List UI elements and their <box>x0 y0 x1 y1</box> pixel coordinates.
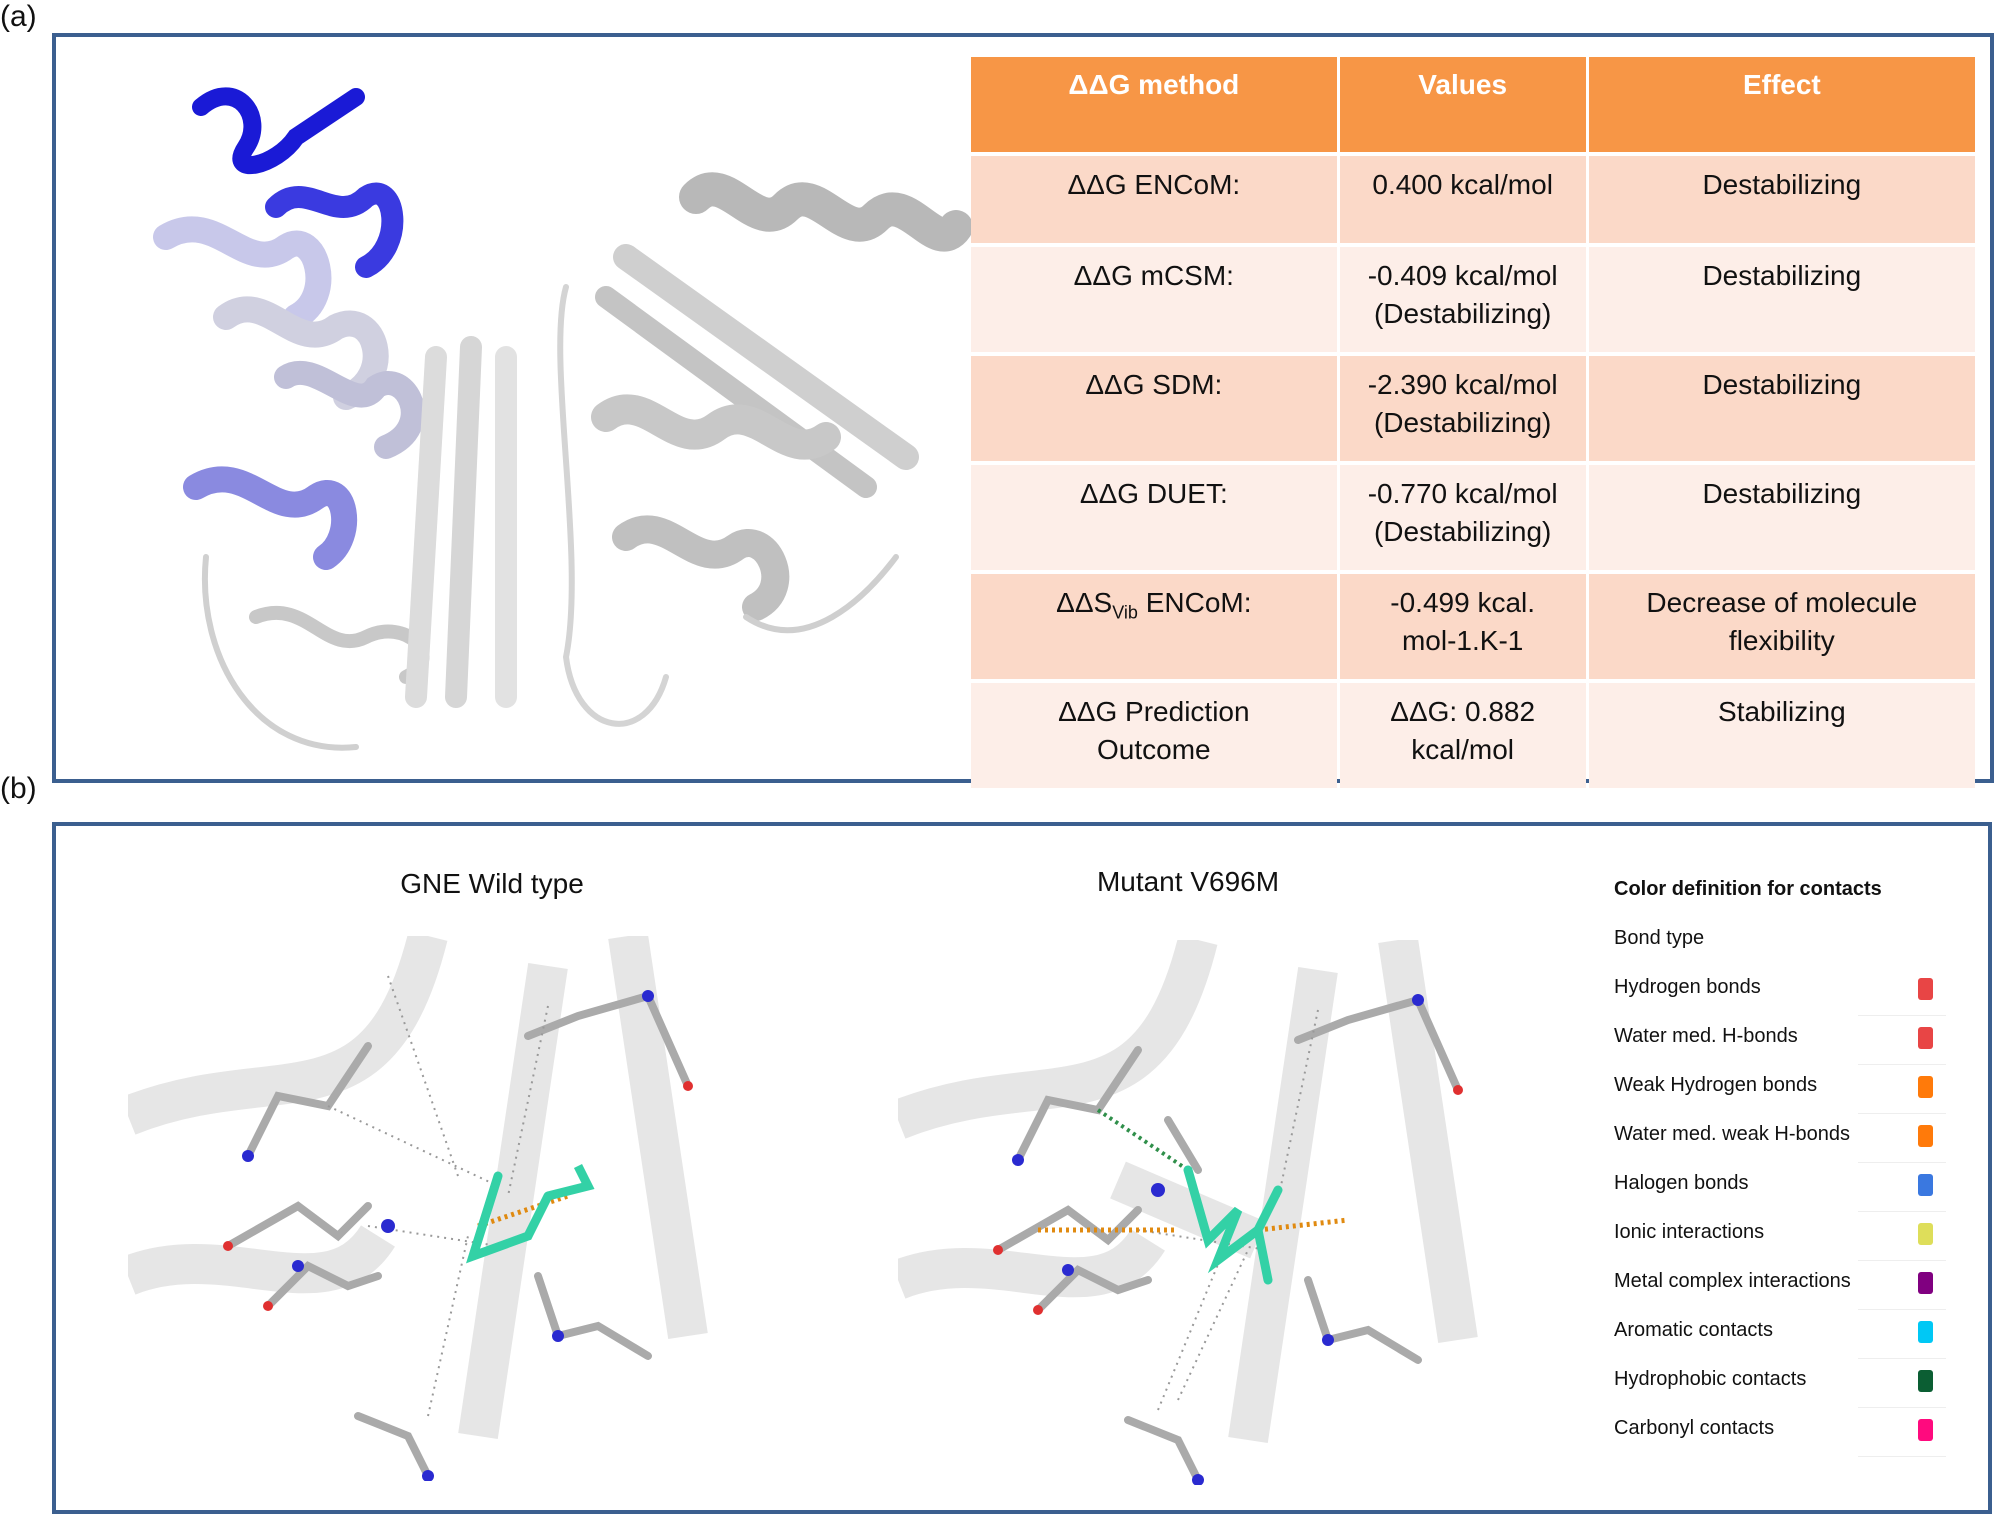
value-cell: -2.390 kcal/mol (Destabilizing) <box>1339 356 1586 461</box>
legend-divider <box>1858 1456 1946 1457</box>
value-cell: 0.400 kcal/mol <box>1339 156 1586 243</box>
value-note: (Destabilizing) <box>1373 407 1552 438</box>
wild-type-title: GNE Wild type <box>400 868 584 899</box>
value-line: -0.770 kcal/mol <box>1367 478 1558 509</box>
value-cell: -0.499 kcal. mol-1.K-1 <box>1339 574 1586 679</box>
legend-item-label: Weak Hydrogen bonds <box>1614 1074 1818 1096</box>
legend-color-swatch <box>1918 1174 1933 1196</box>
panel-b: GNE Wild type Mutant V696M Color definit… <box>52 822 1992 1514</box>
method-cell: ΔΔG SDM: <box>971 356 1337 461</box>
value-cell: -0.409 kcal/mol (Destabilizing) <box>1339 247 1586 352</box>
legend-color-swatch <box>1918 978 1933 1000</box>
legend-item-label: Metal complex interactions <box>1614 1270 1851 1292</box>
legend-item: Carbonyl contacts <box>1614 1417 1946 1466</box>
legend-divider <box>1858 1015 1946 1016</box>
method-prefix: ΔΔS <box>1056 587 1113 618</box>
legend-color-swatch <box>1918 1027 1933 1049</box>
wild-type-contacts-image <box>128 936 708 1481</box>
value-unit: mol-1.K-1 <box>1401 625 1524 656</box>
legend-title: Color definition for contacts <box>1614 878 1882 900</box>
legend-item-label: Water med. H-bonds <box>1614 1025 1798 1047</box>
legend-divider <box>1858 1211 1946 1212</box>
table-row: ΔΔG Prediction Outcome ΔΔG: 0.882 kcal/m… <box>971 683 1975 788</box>
legend-item: Hydrophobic contacts <box>1614 1368 1946 1417</box>
legend-item: Aromatic contacts <box>1614 1319 1946 1368</box>
legend-item-label: Hydrogen bonds <box>1614 976 1761 998</box>
legend-divider <box>1858 1407 1946 1408</box>
legend-color-swatch <box>1918 1076 1933 1098</box>
legend-item: Water med. H-bonds <box>1614 1025 1946 1074</box>
mutant-title: Mutant V696M <box>1096 866 1280 897</box>
legend-color-swatch <box>1918 1321 1933 1343</box>
table-header-row: ΔΔG method Values Effect <box>971 57 1975 152</box>
legend-item-label: Hydrophobic contacts <box>1614 1368 1807 1390</box>
effect-cell: Decrease of molecule flexibility <box>1588 574 1975 679</box>
effect-cell: Destabilizing <box>1588 465 1975 570</box>
legend-item: Ionic interactions <box>1614 1221 1946 1270</box>
legend-divider <box>1858 1309 1946 1310</box>
method-cell: ΔΔSVib ENCoM: <box>971 574 1337 679</box>
method-subscript: Vib <box>1112 602 1138 623</box>
protein-structure-image <box>153 87 973 751</box>
method-cell: ΔΔG Prediction Outcome <box>971 683 1337 788</box>
value-line: -0.409 kcal/mol <box>1367 260 1558 291</box>
legend-item: Water med. weak H-bonds <box>1614 1123 1946 1172</box>
legend-divider <box>1858 1064 1946 1065</box>
legend-color-swatch <box>1918 1370 1933 1392</box>
effect-cell: Destabilizing <box>1588 156 1975 243</box>
mutant-contacts-image <box>898 940 1478 1485</box>
header-method: ΔΔG method <box>971 57 1337 152</box>
legend-item-label: Aromatic contacts <box>1614 1319 1773 1341</box>
table-row: ΔΔSVib ENCoM: -0.499 kcal. mol-1.K-1 Decr… <box>971 574 1975 679</box>
legend-item-label: Carbonyl contacts <box>1614 1417 1775 1439</box>
legend-item: Weak Hydrogen bonds <box>1614 1074 1946 1123</box>
header-effect: Effect <box>1588 57 1975 152</box>
legend-color-swatch <box>1918 1223 1933 1245</box>
legend-divider <box>1858 1113 1946 1114</box>
value-note: (Destabilizing) <box>1373 516 1552 547</box>
legend-divider <box>1858 1162 1946 1163</box>
effect-cell: Destabilizing <box>1588 247 1975 352</box>
legend-color-swatch <box>1918 1272 1933 1294</box>
value-line: -0.499 kcal. <box>1390 587 1536 618</box>
legend-item-label: Water med. weak H-bonds <box>1614 1123 1851 1145</box>
method-cell: ΔΔG mCSM: <box>971 247 1337 352</box>
method-cell: ΔΔG DUET: <box>971 465 1337 570</box>
method-suffix: ENCoM: <box>1137 587 1252 618</box>
legend-color-swatch <box>1918 1419 1933 1441</box>
panel-a: ΔΔG method Values Effect ΔΔG ENCoM: 0.40… <box>52 33 1994 788</box>
panel-a-label: (a) <box>0 0 37 33</box>
legend-item: Metal complex interactions <box>1614 1270 1946 1319</box>
contact-color-legend: Color definition for contacts Bond type … <box>1614 878 1946 1466</box>
value-cell: -0.770 kcal/mol (Destabilizing) <box>1339 465 1586 570</box>
legend-item: Halogen bonds <box>1614 1172 1946 1221</box>
value-cell: ΔΔG: 0.882 kcal/mol <box>1339 683 1586 788</box>
header-values: Values <box>1339 57 1586 152</box>
legend-divider <box>1858 1260 1946 1261</box>
legend-item-label: Ionic interactions <box>1614 1221 1765 1243</box>
table-row: ΔΔG DUET: -0.770 kcal/mol (Destabilizing)… <box>971 465 1975 570</box>
effect-cell: Destabilizing <box>1588 356 1975 461</box>
effect-cell: Stabilizing <box>1588 683 1975 788</box>
legend-item-label: Halogen bonds <box>1614 1172 1749 1194</box>
legend-subtitle: Bond type <box>1614 927 1705 949</box>
legend-color-swatch <box>1918 1125 1933 1147</box>
ddg-table: ΔΔG method Values Effect ΔΔG ENCoM: 0.40… <box>968 53 1978 792</box>
method-cell: ΔΔG ENCoM: <box>971 156 1337 243</box>
table-row: ΔΔG SDM: -2.390 kcal/mol(Destabilizing) … <box>971 356 1975 461</box>
legend-divider <box>1858 1358 1946 1359</box>
value-line: -2.390 kcal/mol <box>1367 369 1558 400</box>
legend-item: Hydrogen bonds <box>1614 976 1946 1025</box>
value-note: (Destabilizing) <box>1373 298 1552 329</box>
table-row: ΔΔG ENCoM: 0.400 kcal/mol Destabilizing <box>971 156 1975 243</box>
panel-b-label: (b) <box>0 772 37 805</box>
table-row: ΔΔG mCSM: -0.409 kcal/mol (Destabilizing)… <box>971 247 1975 352</box>
